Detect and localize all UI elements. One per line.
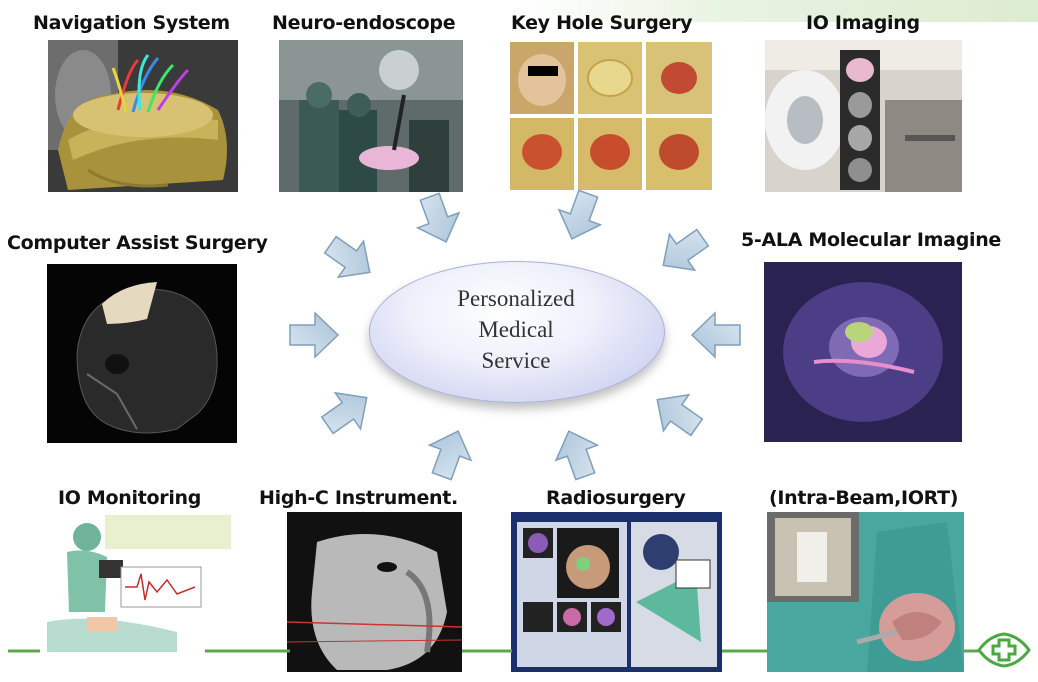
io-imaging-image — [765, 40, 962, 192]
arrow-lower-right — [656, 393, 704, 437]
arrow-upper-right — [662, 228, 710, 272]
neuro-endoscope-image — [279, 40, 463, 192]
label-io-monitoring: IO Monitoring — [58, 487, 202, 509]
arrow-left — [289, 311, 340, 359]
arrow-lower-left — [320, 391, 368, 435]
label-high-c-instrument: High-C Instrument. — [259, 487, 458, 509]
center-line-2: Medical — [478, 317, 554, 342]
arrow-bottom-left — [427, 430, 473, 481]
center-ellipse — [369, 261, 665, 403]
high-c-instrument-image — [287, 512, 462, 672]
center-line-1: Personalized — [457, 286, 575, 311]
arrow-keyhole — [557, 189, 603, 240]
computer-assist-surgery-image — [47, 264, 237, 443]
top-decor-band — [520, 0, 1038, 22]
medical-cross-logo-icon — [977, 632, 1031, 668]
label-intra-beam-iort: (Intra-Beam,IORT) — [769, 487, 959, 509]
arrow-navigation — [415, 192, 461, 243]
bottom-rule — [8, 649, 985, 653]
label-navigation-system: Navigation System — [33, 12, 230, 34]
label-key-hole-surgery: Key Hole Surgery — [511, 12, 693, 34]
label-radiosurgery: Radiosurgery — [546, 487, 686, 509]
intra-beam-image — [767, 512, 964, 672]
label-io-imaging: IO Imaging — [806, 12, 920, 34]
radiosurgery-image — [511, 512, 722, 672]
5-ala-image — [764, 262, 962, 442]
navigation-system-image — [48, 40, 238, 192]
arrow-upper-left — [323, 235, 371, 279]
io-monitoring-caption-box — [105, 515, 231, 549]
key-hole-surgery-image — [508, 40, 714, 192]
arrow-bottom-right — [554, 430, 600, 481]
center-line-3: Service — [481, 348, 551, 373]
center-text: Personalized Medical Service — [369, 283, 663, 376]
label-5-ala: 5-ALA Molecular Imagine — [741, 229, 1002, 251]
label-computer-assist-surgery: Computer Assist Surgery — [7, 232, 268, 254]
label-neuro-endoscope: Neuro-endoscope — [272, 12, 456, 34]
arrow-right — [690, 311, 741, 359]
